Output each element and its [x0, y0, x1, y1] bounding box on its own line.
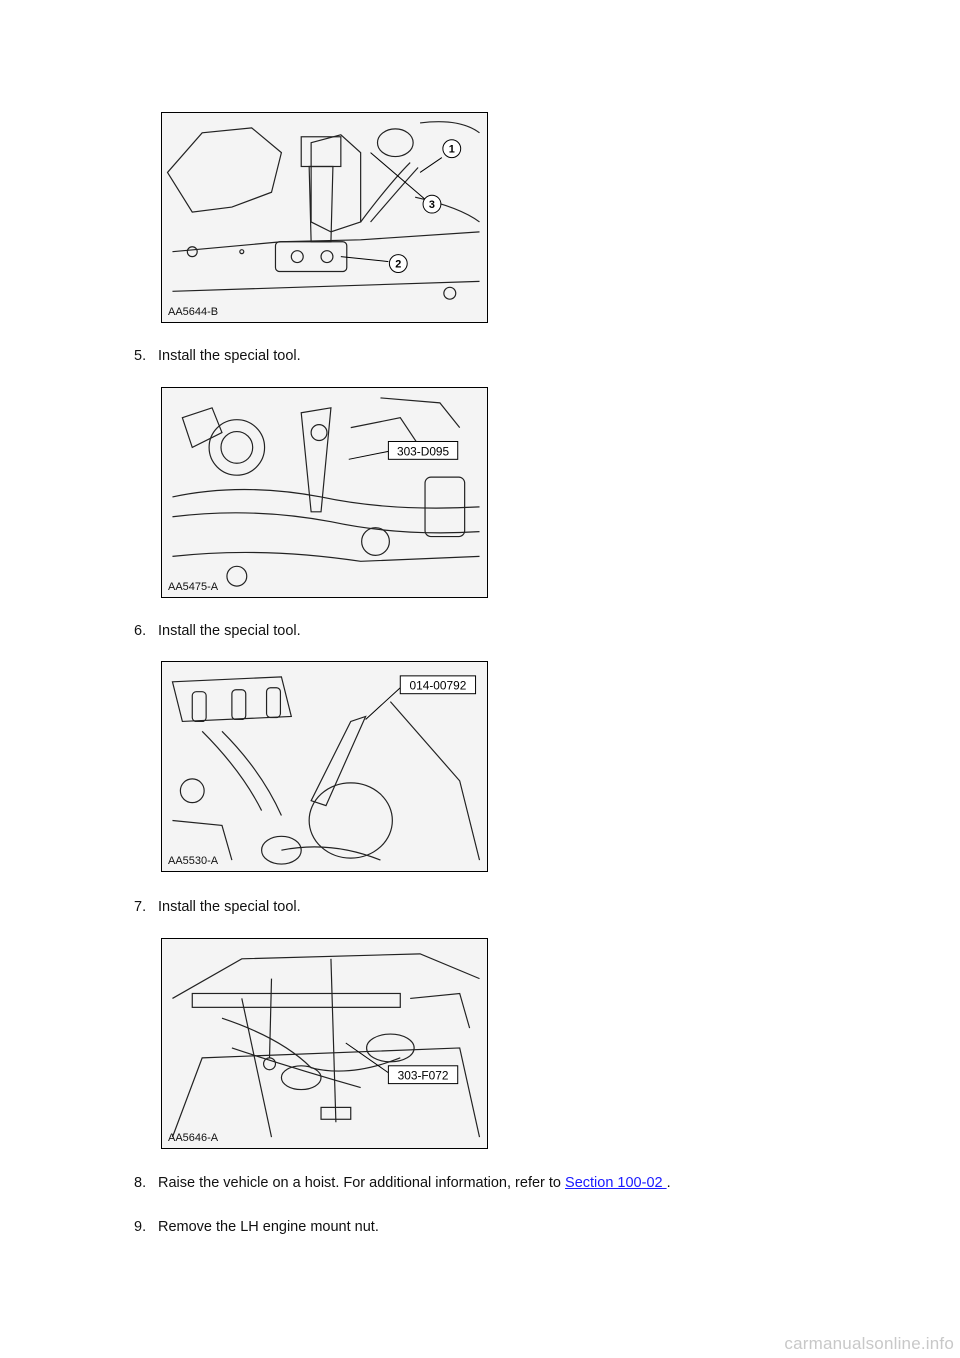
- step-number: 6.: [134, 623, 147, 639]
- special-tool-303-d095-illustration: 303-D095: [172, 397, 480, 587]
- special-tool-014-00792-illustration: 014-00792: [171, 675, 481, 865]
- tool-callout: 303-D095: [397, 444, 450, 458]
- step-text: Raise the vehicle on a hoist. For additi…: [158, 1175, 566, 1191]
- figure-aa5475-a: 303-D095 AA5475-A: [161, 387, 488, 598]
- special-tool-303-f072-illustration: 303-F072: [171, 953, 481, 1138]
- figure-aa5530-a: 014-00792 AA5530-A: [161, 661, 488, 872]
- figure-code: AA5646-A: [168, 1132, 219, 1144]
- tool-callout: 303-F072: [398, 1069, 449, 1083]
- step-7: 7. Install the special tool.: [134, 899, 301, 915]
- step-number: 8.: [134, 1175, 147, 1191]
- footer-watermark: carmanualsonline.info: [784, 1334, 954, 1353]
- step-text: Install the special tool.: [158, 348, 301, 364]
- figure-aa5644-b: 1 3 2 AA5644-B: [161, 112, 488, 323]
- tool-callout: 014-00792: [410, 679, 467, 693]
- callout-3: 3: [429, 199, 435, 211]
- step-text-after: .: [666, 1175, 671, 1191]
- callout-1: 1: [449, 144, 455, 156]
- section-link[interactable]: Section 100-02: [565, 1175, 667, 1191]
- figure-code: AA5530-A: [168, 855, 219, 867]
- figure-code: AA5475-A: [168, 581, 219, 593]
- step-number: 7.: [134, 899, 147, 915]
- figure-aa5646-a: 303-F072 AA5646-A: [161, 938, 488, 1149]
- step-6: 6. Install the special tool.: [134, 623, 301, 639]
- engine-mount-illustration: 1 3 2: [166, 121, 480, 300]
- step-9: 9. Remove the LH engine mount nut.: [134, 1219, 379, 1235]
- step-8: 8. Raise the vehicle on a hoist. For addi…: [134, 1175, 671, 1191]
- step-number: 9.: [134, 1219, 147, 1235]
- step-text: Install the special tool.: [158, 623, 301, 639]
- figure-code: AA5644-B: [168, 306, 219, 318]
- callout-2: 2: [395, 259, 401, 271]
- step-number: 5.: [134, 348, 147, 364]
- step-text: Install the special tool.: [158, 899, 301, 915]
- step-5: 5. Install the special tool.: [134, 348, 301, 364]
- step-text: Remove the LH engine mount nut.: [158, 1219, 379, 1235]
